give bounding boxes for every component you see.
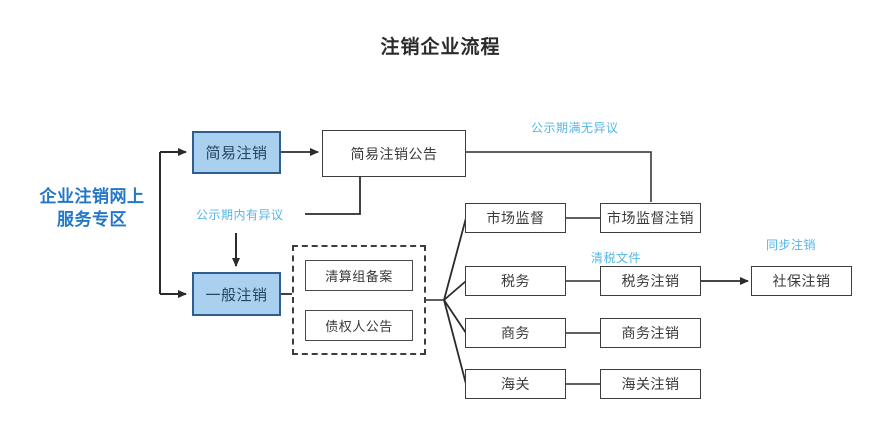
node-simple-notice[interactable]: 简易注销公告 bbox=[322, 130, 466, 177]
edge-label-tax-clearance-doc: 清税文件 bbox=[591, 251, 642, 265]
edge-label-sync-cancel: 同步注销 bbox=[766, 238, 817, 252]
page-title: 注销企业流程 bbox=[380, 37, 501, 58]
node-customs-cancel[interactable]: 海关注销 bbox=[600, 369, 701, 399]
node-market-supervision-cancel[interactable]: 市场监督注销 bbox=[600, 203, 701, 233]
node-market-supervision[interactable]: 市场监督 bbox=[465, 203, 566, 233]
entry-label-line1: 企业注销网上 bbox=[39, 187, 145, 206]
node-customs[interactable]: 海关 bbox=[465, 369, 566, 399]
node-tax[interactable]: 税务 bbox=[465, 266, 566, 296]
entry-label: 企业注销网上 服务专区 bbox=[22, 186, 162, 232]
node-commerce[interactable]: 商务 bbox=[465, 318, 566, 348]
node-simple-cancel[interactable]: 简易注销 bbox=[192, 131, 281, 174]
node-creditor-notice[interactable]: 债权人公告 bbox=[305, 310, 413, 341]
node-commerce-cancel[interactable]: 商务注销 bbox=[600, 318, 701, 348]
general-cancel-steps-group bbox=[292, 245, 426, 355]
node-general-cancel[interactable]: 一般注销 bbox=[192, 272, 281, 316]
node-tax-cancel[interactable]: 税务注销 bbox=[600, 266, 701, 296]
edge-label-no-objection: 公示期满无异议 bbox=[531, 121, 619, 135]
entry-label-line2: 服务专区 bbox=[57, 209, 127, 229]
edge-label-has-objection: 公示期内有异议 bbox=[196, 208, 284, 222]
node-social-security-cancel[interactable]: 社保注销 bbox=[751, 266, 852, 296]
node-liquidation-filing[interactable]: 清算组备案 bbox=[305, 260, 413, 291]
